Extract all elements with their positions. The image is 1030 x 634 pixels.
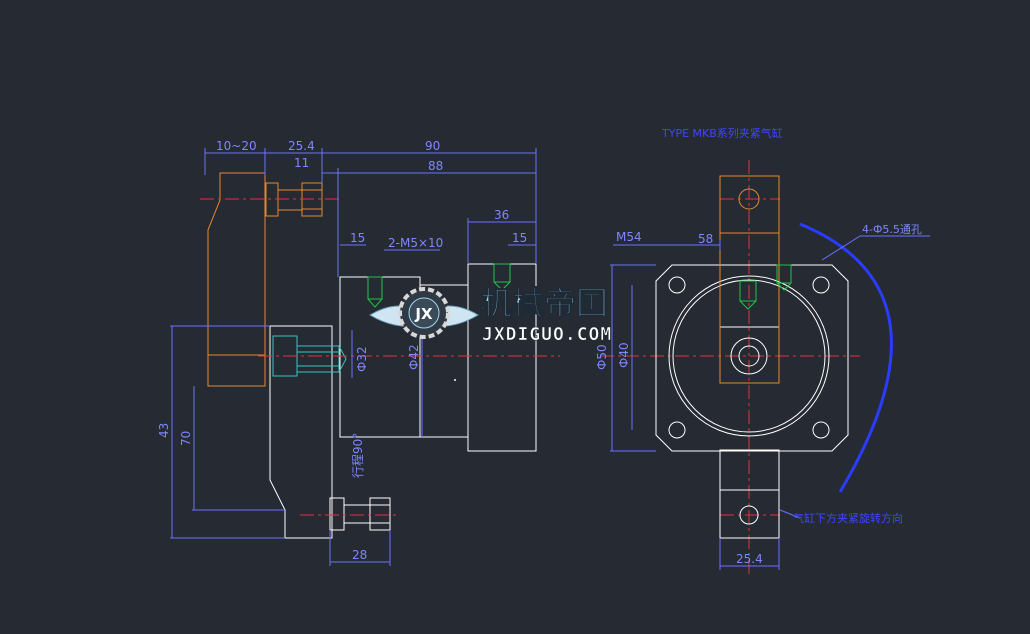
dim-left-15: 15 bbox=[350, 231, 365, 245]
note-top-right: TYPE MKB系列夹紧气缸 bbox=[661, 126, 783, 140]
clamp-arm bbox=[207, 172, 266, 387]
dim-bottom-28: 28 bbox=[352, 548, 367, 562]
dim-left-vert-70: 70 bbox=[179, 431, 193, 446]
rotation-arc bbox=[799, 222, 893, 493]
dim-left-vert-43: 43 bbox=[157, 423, 171, 438]
dim-right-36: 36 bbox=[494, 208, 509, 222]
point-marker bbox=[454, 379, 456, 381]
dim-side-ph50: Ф50 bbox=[595, 344, 609, 370]
dim-top-25-4: 25.4 bbox=[288, 139, 315, 153]
dim-side-58: 58 bbox=[698, 232, 713, 246]
arm-bolt bbox=[265, 182, 323, 217]
cyan-bolt bbox=[272, 335, 347, 377]
dim-top-10-20: 10~20 bbox=[216, 139, 257, 153]
dim-vert-stroke: 行程90° bbox=[350, 433, 365, 478]
front-arm bbox=[719, 175, 780, 384]
dim-top-11: 11 bbox=[294, 156, 309, 170]
dim-side-ph40: Ф40 bbox=[617, 342, 631, 368]
dim-vert-ph42: Ф42 bbox=[407, 344, 421, 370]
watermark: JX 机械帝国 JXDIGUO.COM bbox=[369, 284, 612, 345]
dim-top-88: 88 bbox=[428, 159, 443, 173]
logo-badge: JX bbox=[414, 305, 433, 323]
dim-vert-ph32: Ф32 bbox=[355, 346, 369, 372]
dim-top-90: 90 bbox=[425, 139, 440, 153]
thread-holes-front bbox=[739, 264, 792, 310]
note-hole: 4-Ф5.5通孔 bbox=[862, 223, 922, 236]
dim-right-15: 15 bbox=[512, 231, 527, 245]
dim-mid-thread: 2-M5×10 bbox=[388, 236, 443, 250]
note-bottom-right: 气缸下方夹紧旋转方向 bbox=[793, 511, 903, 525]
dim-side-bottom-25-4: 25.4 bbox=[736, 552, 763, 566]
dim-side-m54: M54 bbox=[616, 230, 642, 244]
thread-holes-side bbox=[367, 263, 511, 308]
watermark-english: JXDIGUO.COM bbox=[482, 324, 612, 345]
gear-wings-logo-icon: JX bbox=[369, 287, 479, 339]
watermark-chinese: 机械帝国 bbox=[480, 284, 608, 322]
dimension-lines bbox=[170, 148, 930, 570]
cylinder-body-front bbox=[655, 264, 849, 539]
